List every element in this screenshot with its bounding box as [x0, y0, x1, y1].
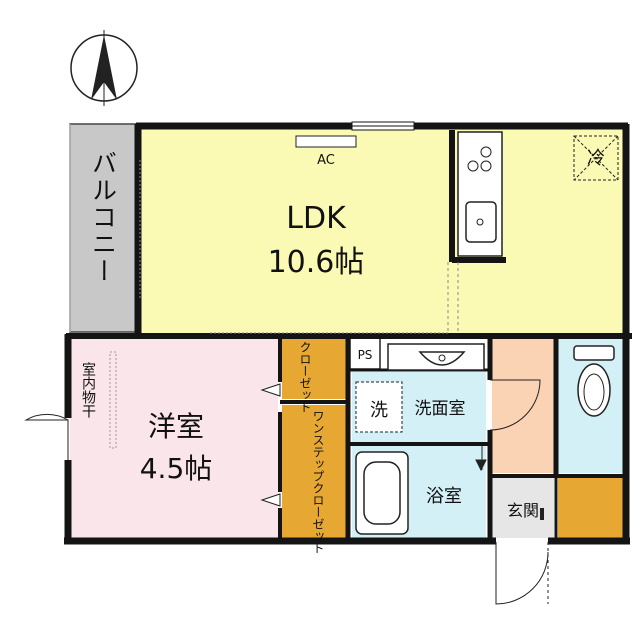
washer-space [355, 381, 403, 433]
western-name: 洋室 [148, 410, 204, 443]
balcony-label: バルコニー [89, 150, 118, 285]
doors [24, 379, 549, 605]
washroom-label: 洗面室 [415, 399, 466, 419]
western-room-floor [70, 337, 278, 538]
shoe-cabinet [558, 478, 624, 538]
closet-area [282, 337, 346, 399]
balcony-area [69, 123, 137, 333]
balcony-drying-door [24, 413, 69, 460]
fridge-space [573, 135, 619, 181]
walkin-closet-label: ワンステップクローゼット [311, 410, 325, 554]
kitchen-counter [457, 131, 503, 257]
western-size: 4.5帖 [140, 452, 213, 485]
stove-burner-icon [480, 160, 492, 172]
bathtub [355, 451, 409, 535]
closet-door-marks [260, 383, 281, 507]
toilet [573, 345, 615, 417]
ldk-name: LDK [286, 201, 347, 236]
ldk-size: 10.6帖 [268, 245, 365, 280]
ac-label: AC [317, 153, 335, 168]
entrance-step [540, 508, 544, 520]
indoor-drying-bar [109, 351, 117, 449]
entrance-label: 玄関 [507, 501, 539, 520]
washer-label: 洗 [370, 400, 388, 421]
ps-label: PS [358, 348, 373, 362]
walkin-closet-area [282, 405, 346, 538]
washroom-door [489, 379, 541, 431]
indoor-drying-label: 室内物干 [80, 361, 96, 418]
stove-burner-icon [467, 160, 479, 172]
ps-shaft [349, 336, 381, 370]
bathroom-label: 浴室 [426, 486, 462, 507]
ac-unit [295, 135, 357, 148]
compass [70, 30, 138, 106]
kitchen-sink-icon [465, 201, 497, 243]
stove-burner-icon [480, 146, 492, 158]
front-door [495, 542, 549, 605]
washbasin [387, 343, 485, 371]
closet-label: クローゼット [298, 341, 312, 413]
hallway-floor [492, 337, 554, 473]
ldk-floor [140, 128, 624, 334]
fridge-label: 冷 [587, 148, 605, 169]
